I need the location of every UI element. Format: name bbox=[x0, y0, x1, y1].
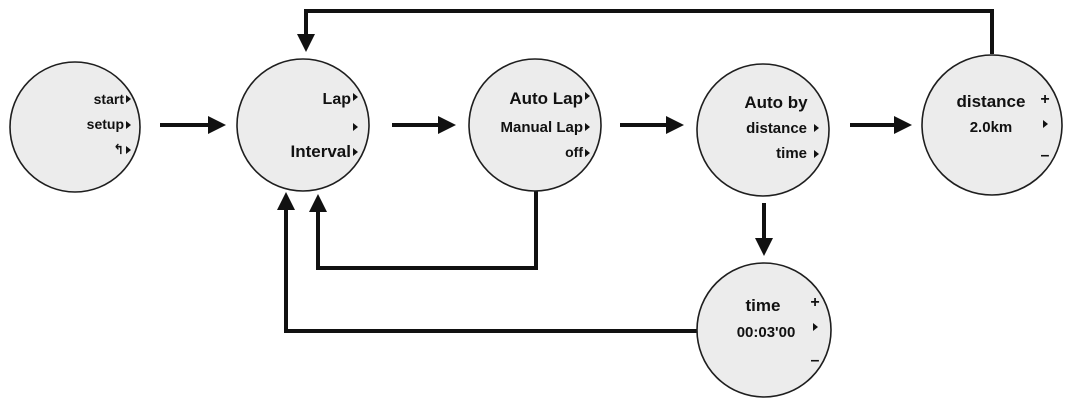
screen-time-circle bbox=[696, 262, 832, 398]
distance-plus-button[interactable]: + bbox=[1040, 91, 1049, 108]
distance-minus-button[interactable]: – bbox=[1041, 147, 1050, 164]
menu-item-setup[interactable]: setup bbox=[87, 116, 124, 132]
arrowhead-lap-mode-back-to-lap-interval bbox=[309, 194, 327, 212]
time-value: 00:03'00 bbox=[737, 324, 796, 341]
auto-lap-pointer-icon bbox=[585, 92, 590, 100]
arrow-lap-mode-back-to-lap-interval bbox=[316, 191, 538, 270]
off-pointer-icon bbox=[585, 149, 590, 157]
screen-lap-interval[interactable]: Lap Interval bbox=[236, 58, 370, 192]
arrowhead-auto-by-to-time bbox=[755, 238, 773, 256]
arrowhead-lap-interval-to-lap-mode bbox=[438, 116, 456, 134]
interval-pointer-icon bbox=[353, 148, 358, 156]
back-pointer-icon bbox=[126, 146, 131, 154]
arrowhead-main-to-lap-interval bbox=[208, 116, 226, 134]
time-select-pointer-icon bbox=[813, 323, 818, 331]
menu-item-distance[interactable]: distance bbox=[746, 120, 807, 137]
time-title: time bbox=[746, 296, 781, 315]
screen-time-setting[interactable]: time 00:03'00 + – bbox=[696, 262, 832, 398]
time-pointer-icon bbox=[814, 150, 819, 158]
distance-value: 2.0km bbox=[970, 119, 1013, 136]
empty-item-pointer-icon bbox=[353, 123, 358, 131]
screen-lap-mode-circle bbox=[468, 58, 602, 192]
time-plus-button[interactable]: + bbox=[810, 294, 819, 311]
menu-item-auto-lap[interactable]: Auto Lap bbox=[509, 89, 583, 108]
screen-main-circle bbox=[9, 61, 141, 193]
distance-select-pointer-icon bbox=[1043, 120, 1048, 128]
start-pointer-icon bbox=[126, 95, 131, 103]
time-minus-button[interactable]: – bbox=[811, 352, 820, 369]
connectors bbox=[160, 9, 994, 333]
arrowhead-lap-mode-to-auto-by bbox=[666, 116, 684, 134]
distance-title: distance bbox=[957, 92, 1026, 111]
menu-item-time[interactable]: time bbox=[776, 145, 807, 162]
menu-item-off[interactable]: off bbox=[565, 144, 583, 160]
setup-pointer-icon bbox=[126, 121, 131, 129]
arrowhead-time-back-to-lap-interval bbox=[277, 192, 295, 210]
arrowhead-distance-back-to-lap-interval bbox=[297, 34, 315, 52]
screen-distance-setting[interactable]: distance 2.0km + – bbox=[921, 54, 1063, 196]
auto-by-title: Auto by bbox=[744, 93, 808, 112]
menu-item-manual-lap[interactable]: Manual Lap bbox=[500, 119, 583, 136]
screen-main[interactable]: start setup ↰ bbox=[9, 61, 141, 193]
menu-item-interval[interactable]: Interval bbox=[291, 142, 351, 161]
menu-item-start[interactable]: start bbox=[94, 91, 125, 107]
back-icon[interactable]: ↰ bbox=[113, 141, 124, 157]
screen-lap-interval-circle bbox=[236, 58, 370, 192]
arrow-time-back-to-lap-interval bbox=[284, 210, 699, 333]
arrowhead-auto-by-to-distance bbox=[894, 116, 912, 134]
arrow-distance-back-to-lap-interval bbox=[304, 9, 994, 54]
screen-distance-circle bbox=[921, 54, 1063, 196]
screen-lap-mode[interactable]: Auto Lap Manual Lap off bbox=[468, 58, 602, 192]
menu-item-lap[interactable]: Lap bbox=[323, 91, 352, 108]
screen-auto-by-circle bbox=[696, 63, 830, 197]
screen-auto-by[interactable]: Auto by distance time bbox=[696, 63, 830, 197]
manual-lap-pointer-icon bbox=[585, 123, 590, 131]
lap-pointer-icon bbox=[353, 93, 358, 101]
distance-pointer-icon bbox=[814, 124, 819, 132]
